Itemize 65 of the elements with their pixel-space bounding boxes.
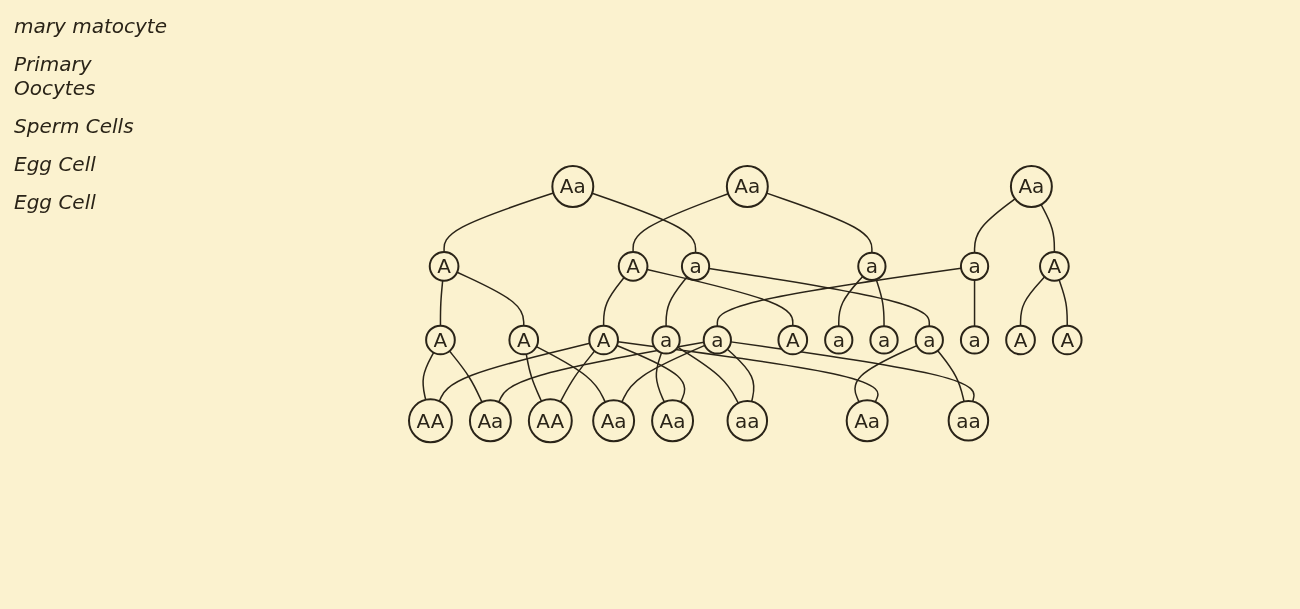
connector (616, 341, 879, 404)
connector (646, 269, 794, 327)
connector (525, 353, 542, 403)
node-circle: A (1051, 325, 1083, 356)
node-circle: AA (527, 398, 573, 444)
connector (620, 345, 706, 404)
connector (535, 346, 606, 404)
connector (708, 268, 930, 328)
handwritten-label: Sperm Cells (14, 114, 135, 138)
connector (1058, 279, 1068, 327)
connector (837, 276, 864, 328)
connector (875, 278, 885, 328)
node-circle: Aa (725, 165, 769, 209)
connector (439, 280, 444, 327)
handwritten-label: Egg Cell (14, 190, 97, 214)
connector (655, 352, 665, 404)
connector (936, 350, 965, 403)
connector (615, 345, 686, 404)
node-circle: Aa (1009, 165, 1053, 209)
connector (765, 192, 873, 254)
connector (973, 279, 975, 328)
node-circle: A (777, 325, 808, 356)
connector (497, 342, 705, 404)
handwritten-label: mary matocyte (14, 14, 168, 38)
node-circle: a (959, 252, 989, 282)
node-circle: aa (726, 400, 768, 442)
node-circle: a (869, 325, 899, 355)
connector (726, 348, 755, 403)
node-circle: A (588, 325, 619, 356)
connector (591, 192, 696, 254)
node-circle: Aa (650, 399, 694, 443)
node-circle: Aa (591, 399, 635, 443)
connector (559, 350, 596, 403)
handwritten-label: Primary Oocytes (14, 52, 97, 100)
connector (853, 345, 918, 404)
connector (422, 352, 435, 401)
connector (632, 193, 729, 254)
node-circle: Aa (468, 399, 512, 443)
node-circle: A (508, 325, 539, 356)
node-circle: AA (407, 398, 453, 444)
connector (602, 277, 625, 327)
node-circle: A (428, 251, 460, 282)
connector (456, 271, 525, 327)
node-circle: a (823, 325, 854, 355)
node-circle: Aa (551, 165, 594, 209)
connector (448, 350, 483, 404)
node-circle: A (1004, 325, 1036, 356)
connector (1040, 204, 1055, 254)
node-circle: A (424, 325, 456, 356)
connector (973, 198, 1016, 254)
node-circle: aa (947, 400, 989, 442)
node-circle: a (680, 252, 710, 282)
node-circle: Aa (845, 399, 889, 443)
node-circle: A (1038, 251, 1070, 282)
node-circle: a (702, 325, 732, 355)
node-circle: a (856, 252, 887, 282)
handwritten-label: Egg Cell (14, 152, 97, 176)
connector (1019, 276, 1046, 327)
node-circle: a (651, 325, 681, 355)
node-circle: A (617, 251, 649, 282)
connector (665, 276, 688, 328)
connector (676, 346, 739, 405)
node-circle: a (959, 325, 989, 355)
connector (443, 192, 554, 254)
node-circle: a (914, 325, 944, 355)
